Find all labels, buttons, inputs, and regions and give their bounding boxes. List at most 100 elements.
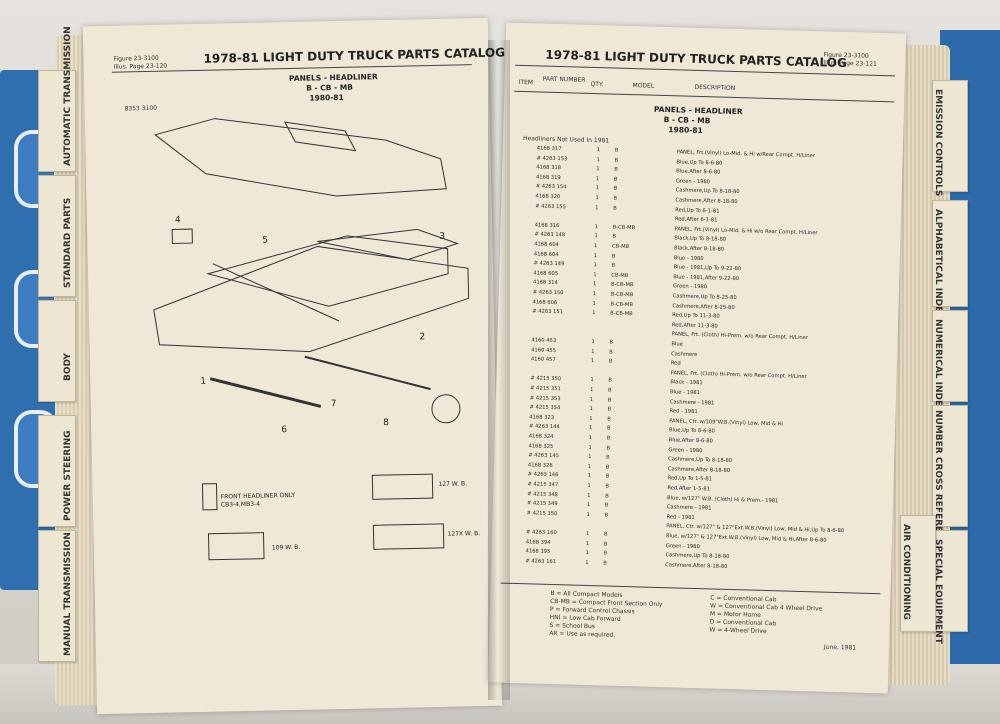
cell-model: B-CB-MB (610, 301, 634, 308)
book-gutter (488, 40, 510, 700)
legend-item: M = Motor Home (709, 610, 761, 619)
left-page: Figure 23-3100 Illus. Page 23-120 1978-8… (82, 17, 505, 715)
cell-model: B (603, 531, 608, 538)
callout-5: 5 (262, 235, 268, 245)
cell-part: # 4263 151 (532, 308, 564, 316)
cell-part: 4168 318 (536, 164, 562, 172)
cell-qty: 1 (585, 559, 589, 566)
cell-model: B (607, 397, 612, 404)
cell-qty: 1 (592, 281, 597, 288)
cell-qty: 1 (594, 223, 599, 230)
wheelbase-127x: 127X W. B. (447, 530, 481, 538)
bracket-part (171, 228, 193, 244)
cell-part: # 4263 144 (528, 423, 560, 431)
van-roof-outline (154, 118, 447, 197)
col-part-number: PART NUMBER (542, 75, 586, 84)
tab-air-conditioning[interactable]: AIR CONDITIONING (900, 515, 936, 632)
cell-desc: Blue,After 8-6-80 (676, 168, 721, 176)
cell-desc: Red,After 11-3-80 (671, 322, 718, 330)
cell-qty: 1 (592, 300, 596, 307)
front-headliner-models: CB3-4,MB3-4 (220, 500, 261, 509)
callout-1: 1 (200, 377, 206, 387)
cell-qty: 1 (596, 147, 601, 154)
cell-model: B (605, 483, 610, 490)
cell-model: B (614, 147, 619, 154)
tab-numerical-index[interactable]: NUMERICAL INDEX (932, 310, 968, 413)
cell-qty: 1 (588, 444, 592, 451)
cell-part: 4160 453 (531, 337, 557, 345)
cell-model: B-CB-MB (610, 281, 634, 289)
front-headliner-icon (201, 483, 218, 511)
headliner-panel-3 (317, 228, 460, 261)
cell-model: B (611, 262, 616, 269)
tab-label: ALPHABETICAL INDEX (933, 209, 943, 320)
cell-qty: 1 (594, 243, 598, 250)
cell-desc: Green - 1980 (668, 446, 703, 454)
tab-emission-controls[interactable]: EMISSION CONTROLS (932, 80, 968, 196)
cell-model: B (605, 473, 610, 480)
cell-desc: PANEL, Ctr. w/109"W.B.(Vinyl) Low, Mid &… (669, 418, 784, 428)
cell-qty: 1 (589, 387, 594, 394)
cell-part: # 4215 353 (529, 394, 561, 402)
tab-automatic-transmission[interactable]: AUTOMATIC TRANSMISSION (38, 26, 76, 172)
cell-desc: Red,After 1-5-81 (667, 485, 710, 493)
cell-desc: Red - 1981 (666, 514, 695, 521)
cell-qty: 1 (589, 415, 593, 422)
cell-qty: 1 (596, 166, 600, 173)
cell-qty: 1 (595, 175, 600, 182)
cell-qty: 1 (588, 454, 592, 461)
cell-part: # 4263 149 (533, 260, 565, 268)
cell-model: B (603, 541, 608, 548)
cell-part: 4160 455 (531, 346, 556, 354)
col-item: ITEM (518, 78, 534, 87)
tab-label: AUTOMATIC TRANSMISSION (63, 26, 73, 166)
cell-part: # 4215 347 (527, 481, 559, 489)
tab-standard-parts[interactable]: STANDARD PARTS (38, 175, 76, 297)
detail-circle (431, 394, 461, 424)
cell-model: B (613, 195, 618, 202)
tab-body[interactable]: BODY (38, 300, 76, 402)
tab-manual-transmission[interactable]: MANUAL TRANSMISSION (38, 530, 76, 662)
cell-model: CB-MB (611, 272, 629, 279)
cell-qty: 1 (587, 492, 591, 499)
cell-model: B (613, 176, 618, 183)
cell-model: B (606, 435, 611, 442)
cell-desc: Blue, w/127" W.B. (Cloth) Hi & Prem.- 19… (667, 494, 779, 504)
cell-desc: Cashmere,After 8-18-80 (667, 466, 731, 474)
cell-part: 4168 606 (532, 298, 558, 306)
tab-power-steering[interactable]: POWER STEERING (38, 415, 76, 527)
cell-part: 4168 320 (535, 193, 561, 201)
cell-part: 4168 323 (529, 414, 555, 421)
tab-special-equipment[interactable]: SPECIAL EQUIPMENT (932, 530, 968, 644)
retainer-strip (304, 355, 431, 391)
cell-part: 4168 325 (528, 442, 554, 450)
cell-desc: Red (670, 360, 681, 367)
cell-part: # 4263 150 (532, 289, 564, 297)
callout-6: 6 (281, 425, 287, 435)
callout-4: 4 (175, 215, 181, 225)
cell-part: # 4263 160 (525, 529, 557, 537)
tab-label: POWER STEERING (63, 430, 73, 521)
cell-desc: Blue,Up To 8-6-80 (668, 427, 715, 435)
cell-model: B-CB-MB (612, 224, 636, 232)
cell-desc: Blue - 1981 (669, 389, 700, 397)
cell-model: B (604, 512, 609, 519)
headliner-note: Headliners Not Used In 1981 (522, 135, 610, 145)
headliner-diagram: 1 2 3 4 5 6 7 8 (153, 118, 470, 561)
headliner-panel-2 (206, 235, 449, 307)
cell-desc: Black,Up To 8-18-80 (674, 235, 727, 244)
cell-part: # 4215 350 (530, 375, 562, 383)
tab-alphabetical-index[interactable]: ALPHABETICAL INDEX (932, 200, 968, 319)
tab-number-cross-reference[interactable]: NUMBER CROSS REFERENCE (932, 405, 968, 552)
cell-model: B (608, 377, 612, 385)
cell-qty: 1 (588, 425, 593, 432)
cell-model: B (607, 406, 612, 413)
cell-desc: Red,Up To 6-1-81 (675, 206, 720, 215)
cell-model: B (606, 445, 611, 452)
panel-set-127 (371, 473, 434, 500)
cell-model: B (613, 185, 618, 193)
cell-qty: 1 (587, 482, 591, 490)
cell-part: 4168 326 (527, 462, 553, 469)
cell-model: B (603, 550, 608, 557)
callout-2: 2 (419, 332, 425, 342)
